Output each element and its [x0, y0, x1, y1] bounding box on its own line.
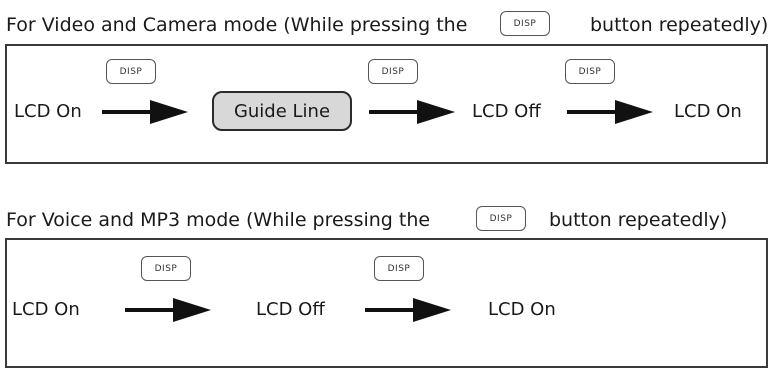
panel2-disp-button-2: DISP	[374, 256, 424, 281]
panel2-state-lcd-on-end: LCD On	[488, 299, 556, 320]
panel2-heading-pre: For Voice and MP3 mode (While pressing t…	[6, 209, 431, 231]
panel1-disp-button-1: DISP	[106, 59, 156, 84]
panel2-arrow-1-icon	[125, 298, 211, 322]
panel1-disp-button-3: DISP	[565, 59, 615, 84]
panel2-heading-post: button repeatedly)	[549, 209, 728, 231]
panel1-state-lcd-on-start: LCD On	[14, 101, 82, 122]
panel2-heading: For Voice and MP3 mode (While pressing t…	[6, 209, 430, 231]
panel1-arrow-2-icon	[369, 100, 455, 124]
panel1-arrow-1-icon	[102, 100, 188, 124]
panel1-disp-button-2: DISP	[368, 59, 418, 84]
panel2-arrow-2-icon	[365, 298, 451, 322]
panel2-state-lcd-off: LCD Off	[256, 299, 325, 320]
panel1-state-lcd-on-end: LCD On	[674, 101, 742, 122]
panel2-heading-disp-button: DISP	[476, 206, 526, 231]
panel1-state-lcd-off: LCD Off	[472, 101, 541, 122]
panel1-heading-pre: For Video and Camera mode (While pressin…	[6, 14, 468, 36]
panel2-state-lcd-on-start: LCD On	[12, 299, 80, 320]
panel1-heading: For Video and Camera mode (While pressin…	[6, 14, 467, 36]
panel1-heading-post: button repeatedly)	[590, 14, 769, 36]
panel1-heading-disp-button: DISP	[500, 11, 550, 36]
panel1-arrow-3-icon	[567, 100, 653, 124]
panel1-state-guide-line: Guide Line	[212, 91, 352, 131]
panel2-disp-button-1: DISP	[141, 256, 191, 281]
